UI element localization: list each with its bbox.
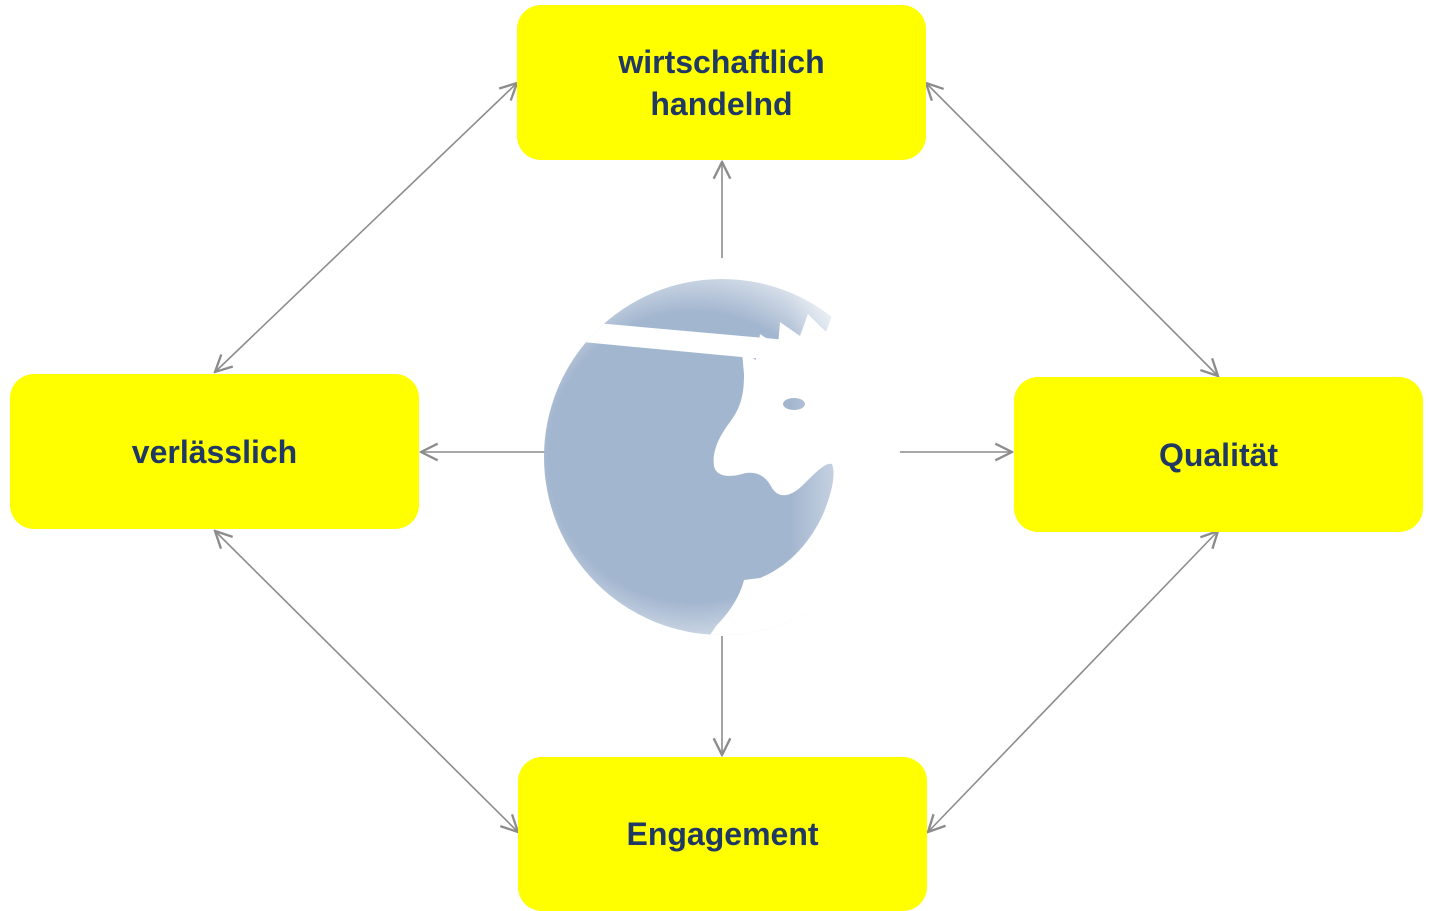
value-label-wirtschaftlich-handelnd: wirtschaftlich handelnd — [618, 43, 825, 122]
value-box-qualitaet: Qualität — [1014, 377, 1423, 532]
connector-top-left — [215, 83, 517, 372]
value-box-verlaesslich: verlässlich — [10, 374, 419, 529]
connector-left-bottom — [215, 531, 518, 832]
value-label-verlaesslich: verlässlich — [131, 433, 298, 470]
value-label-engagement: Engagement — [626, 816, 819, 852]
value-label-qualitaet: Qualität — [1158, 436, 1279, 473]
connector-right-bottom — [928, 531, 1218, 832]
value-box-wirtschaftlich-handelnd: wirtschaftlich handelnd — [517, 5, 926, 160]
value-box-engagement: Engagement — [518, 757, 927, 911]
connector-top-right — [926, 83, 1218, 376]
